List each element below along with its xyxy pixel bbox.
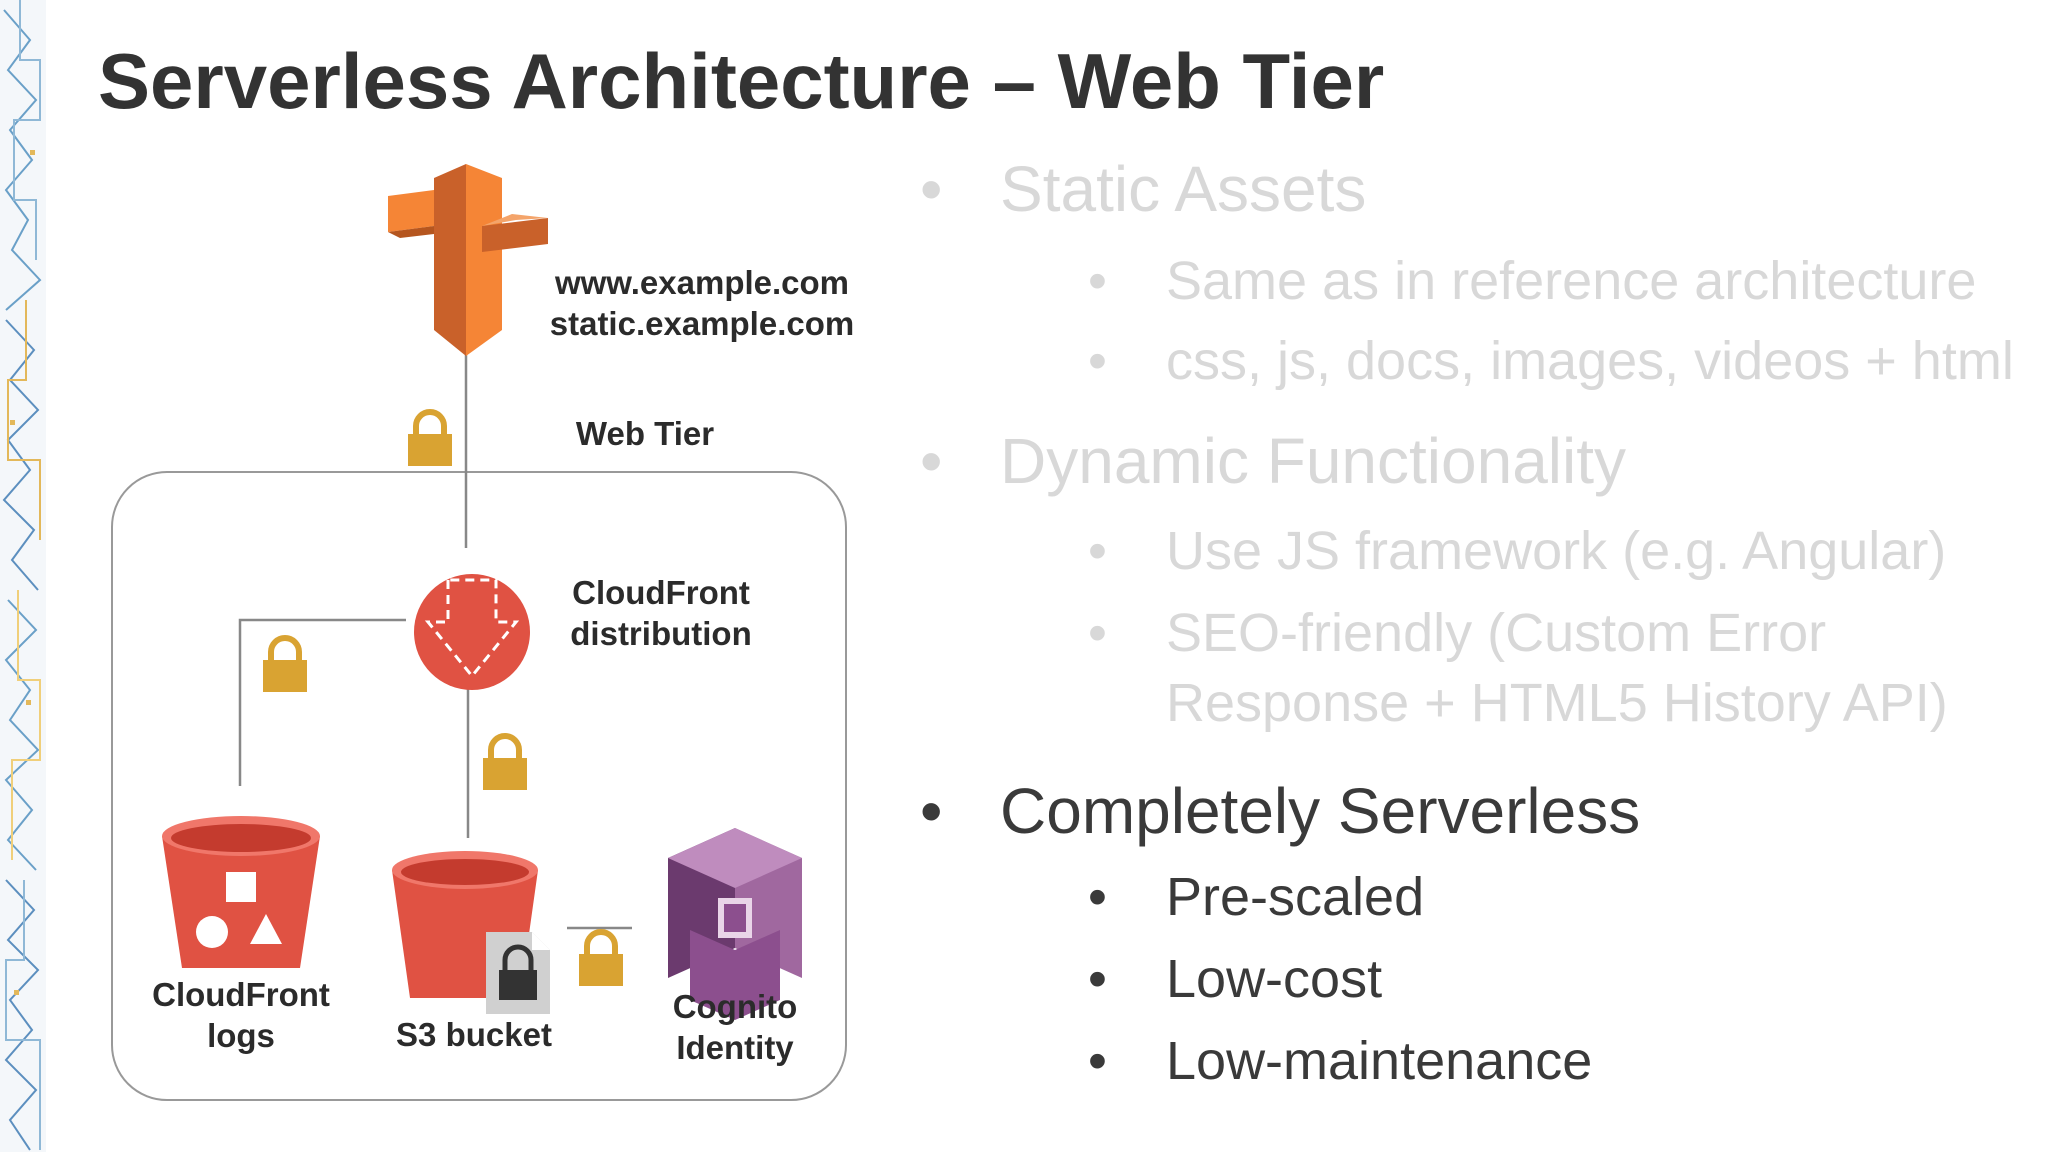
bullet-dot: •	[920, 425, 943, 497]
bullet-serverless: Completely Serverless	[1000, 775, 1641, 847]
bullet-dot: •	[1088, 1031, 1107, 1091]
bullet-dynamic-sub1: Use JS framework (e.g. Angular)	[1166, 521, 1947, 581]
bullet-serverless-sub2: Low-cost	[1166, 949, 1383, 1009]
lock-icon	[483, 733, 527, 790]
lock-icon	[408, 409, 452, 466]
lock-icon	[579, 929, 623, 986]
slide-title: Serverless Architecture – Web Tier	[98, 37, 1385, 125]
domain-names-label: www.example.com static.example.com	[549, 264, 855, 342]
cognito-icon	[668, 828, 802, 1020]
cloudfront-icon	[414, 574, 530, 690]
bullet-dot: •	[920, 153, 943, 225]
decorative-pattern	[0, 0, 46, 1152]
bullet-dot: •	[1088, 949, 1107, 1009]
bullet-static-sub1: Same as in reference architecture	[1166, 251, 1977, 311]
bullet-static-assets: Static Assets	[1000, 153, 1367, 225]
s3-bucket-icon	[392, 851, 550, 1014]
s3-bucket-label: S3 bucket	[396, 1016, 552, 1053]
cognito-identity-label: Cognito Identity	[672, 988, 798, 1066]
bullet-serverless-sub1: Pre-scaled	[1166, 867, 1425, 927]
bullet-dot: •	[1088, 251, 1107, 311]
cloudfront-distribution-label: CloudFront distribution	[570, 574, 752, 652]
route53-icon	[388, 164, 548, 356]
bullet-dot: •	[1088, 521, 1107, 581]
bullet-dynamic-sub2-line1: SEO-friendly (Custom Error	[1166, 603, 1827, 663]
bullet-dot: •	[1088, 603, 1107, 663]
lock-icon	[263, 635, 307, 692]
bullet-serverless-sub3: Low-maintenance	[1166, 1031, 1593, 1091]
bullet-dot: •	[920, 775, 943, 847]
bullet-dynamic: Dynamic Functionality	[1000, 425, 1626, 497]
bullet-dot: •	[1088, 867, 1107, 927]
cloudfront-logs-label: CloudFront logs	[152, 976, 330, 1054]
cloudfront-logs-bucket-icon	[162, 816, 320, 968]
bullet-dot: •	[1088, 331, 1107, 391]
web-tier-label: Web Tier	[575, 415, 715, 452]
web-tier-container	[111, 471, 847, 1101]
bullet-static-sub2: css, js, docs, images, videos + html	[1166, 331, 2014, 391]
bullet-dynamic-sub2-line2: Response + HTML5 History API)	[1166, 673, 1948, 733]
connector-lines	[238, 355, 632, 930]
architecture-diagram: www.example.com static.example.com Web T…	[0, 150, 880, 1130]
